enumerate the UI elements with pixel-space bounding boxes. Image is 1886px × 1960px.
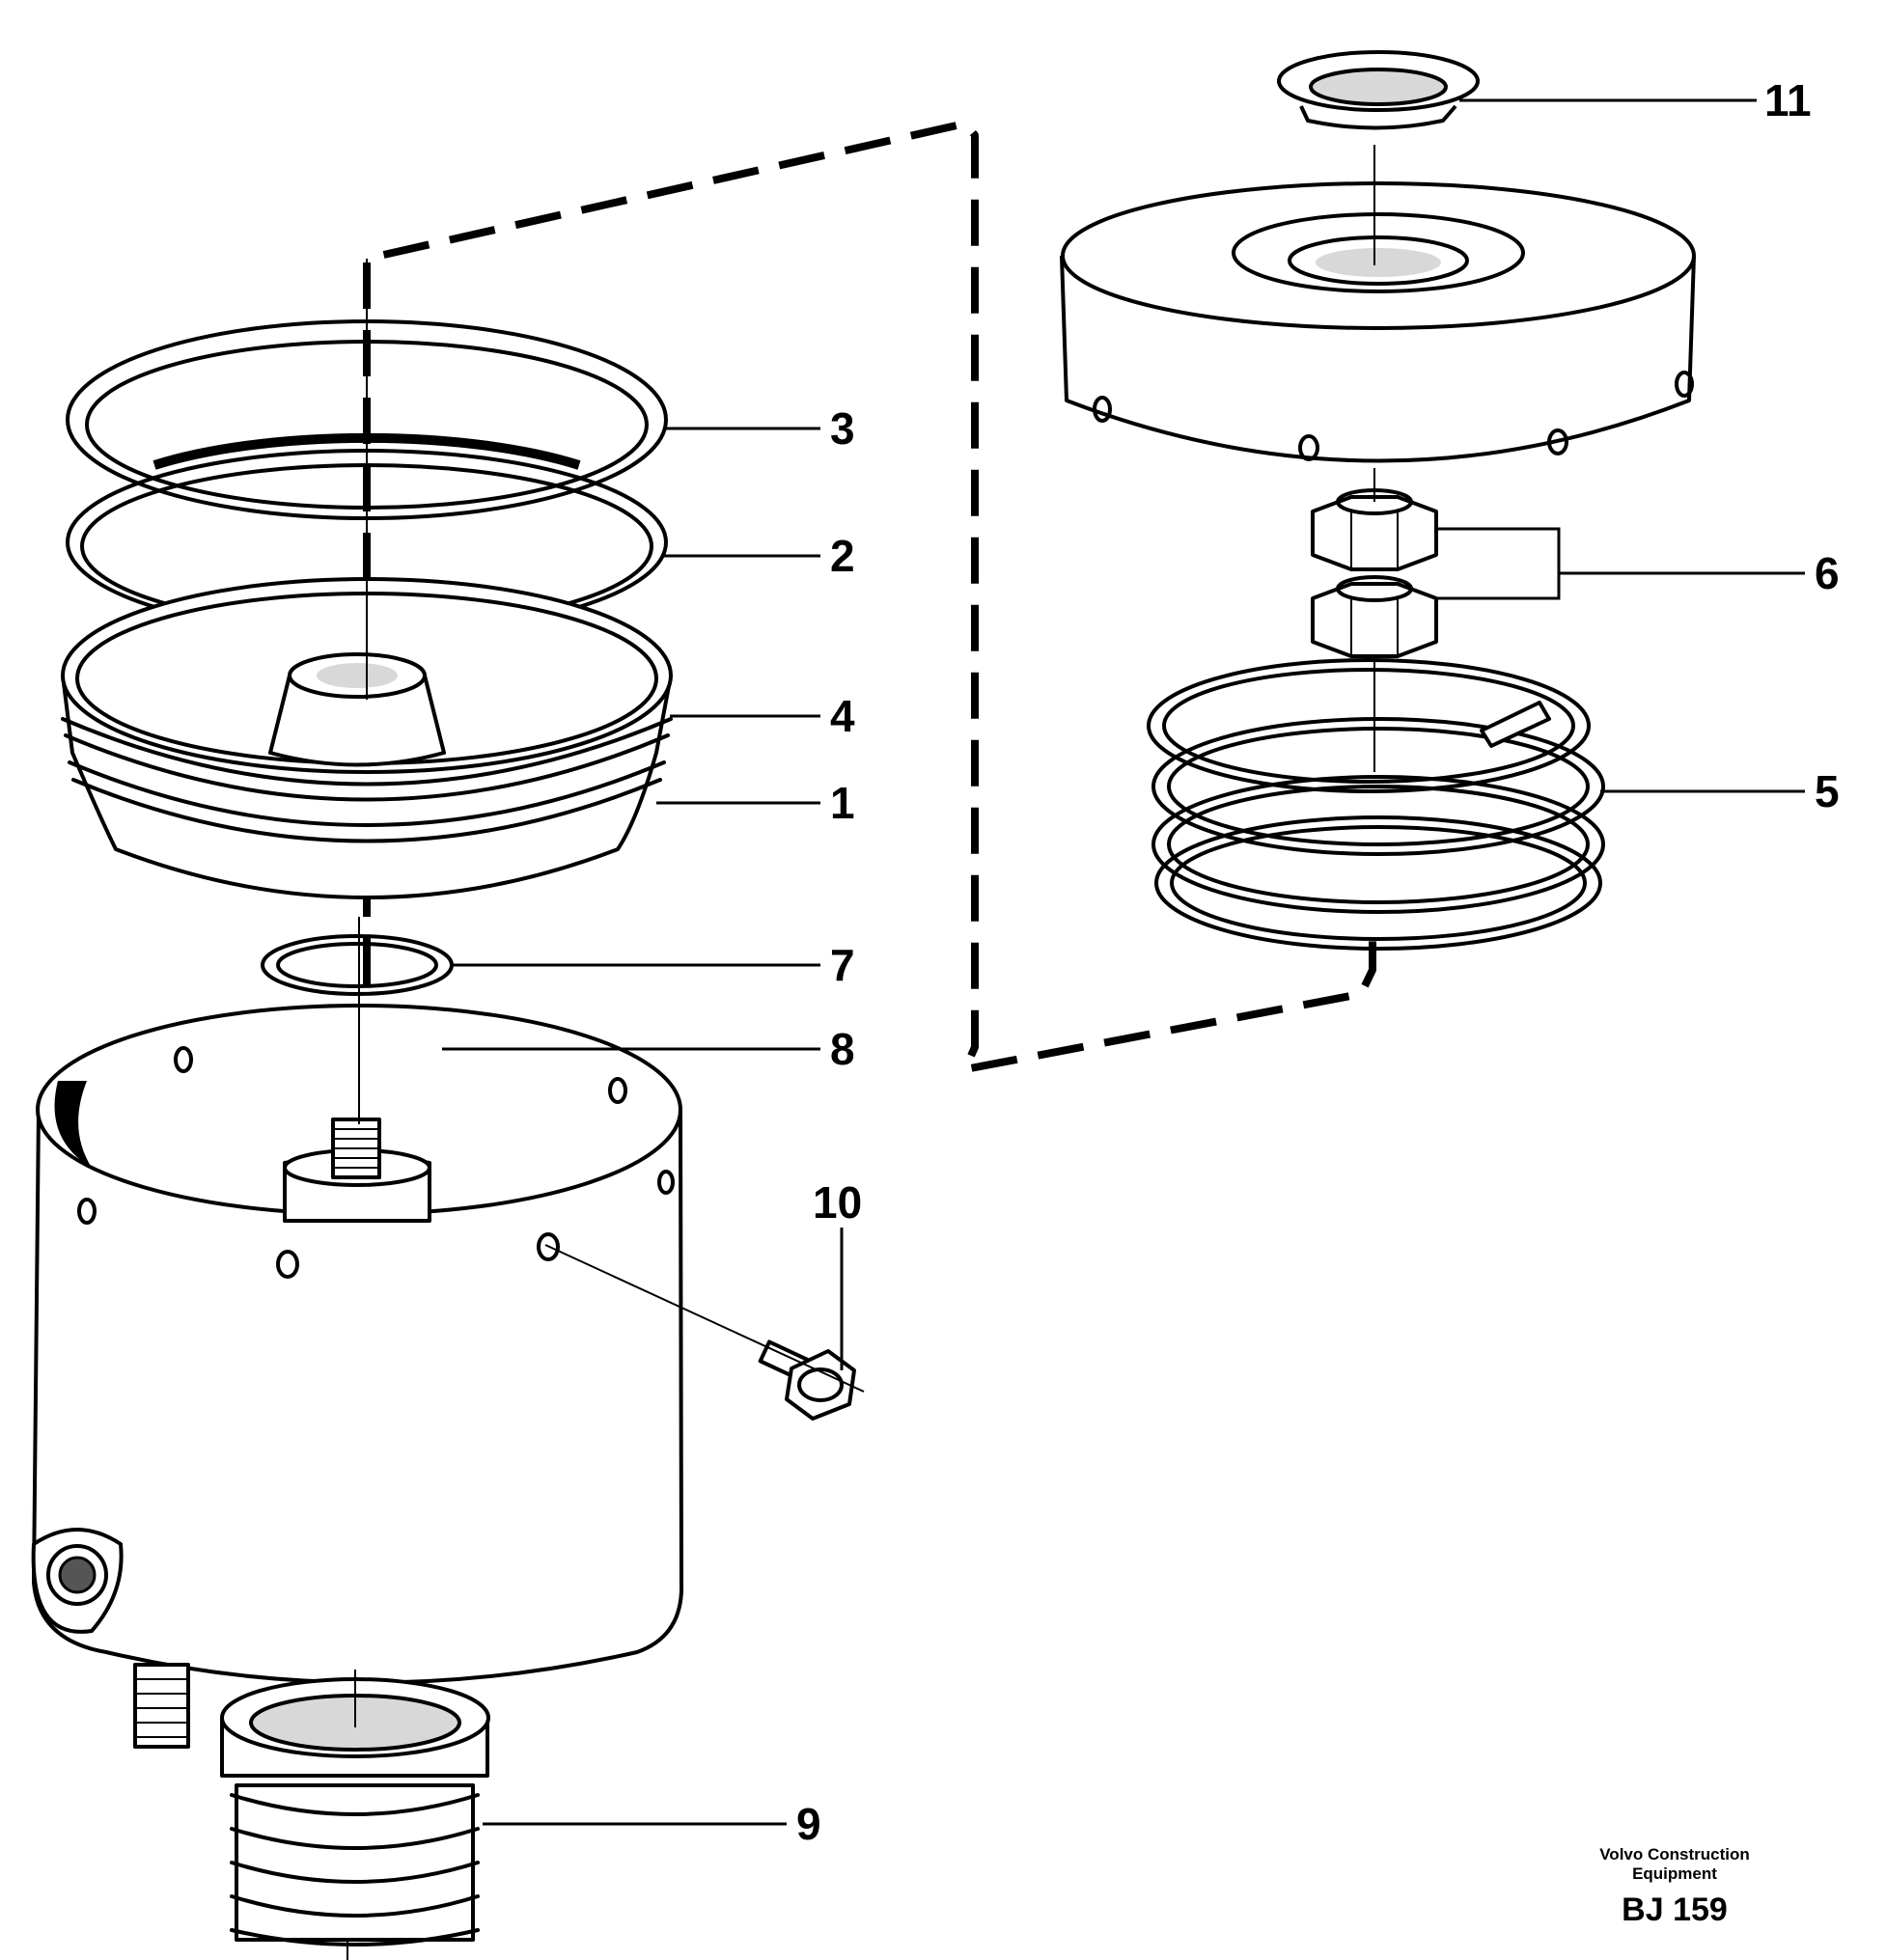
callout-3: 3 <box>830 403 855 454</box>
callout-7: 7 <box>830 940 855 990</box>
upper-cover <box>1060 181 1696 463</box>
part-5-spring <box>1147 658 1605 951</box>
callout-9: 9 <box>796 1799 821 1849</box>
callout-11: 11 <box>1764 75 1812 125</box>
part-11-cap <box>1277 50 1480 130</box>
callout-2: 2 <box>830 531 855 581</box>
part-10-screw <box>758 1339 856 1421</box>
callout-5: 5 <box>1815 766 1840 816</box>
callout-10: 10 <box>813 1177 862 1228</box>
caption-company-line1: Volvo Construction <box>1599 1845 1750 1863</box>
axis-lines <box>347 145 1375 1960</box>
lower-housing <box>31 1004 684 1749</box>
caption-drawing-code: BJ 159 <box>1622 1891 1728 1928</box>
caption-company-line2: Equipment <box>1632 1864 1717 1883</box>
callout-1: 1 <box>830 778 855 828</box>
callout-8: 8 <box>830 1024 855 1074</box>
callout-6: 6 <box>1815 548 1840 598</box>
callout-4: 4 <box>830 691 855 741</box>
part-6-nuts <box>1311 488 1438 658</box>
leader-lines <box>442 98 1805 1826</box>
part-7-small-o-ring <box>261 934 454 996</box>
assembly-dashed-outline <box>363 120 1376 1073</box>
